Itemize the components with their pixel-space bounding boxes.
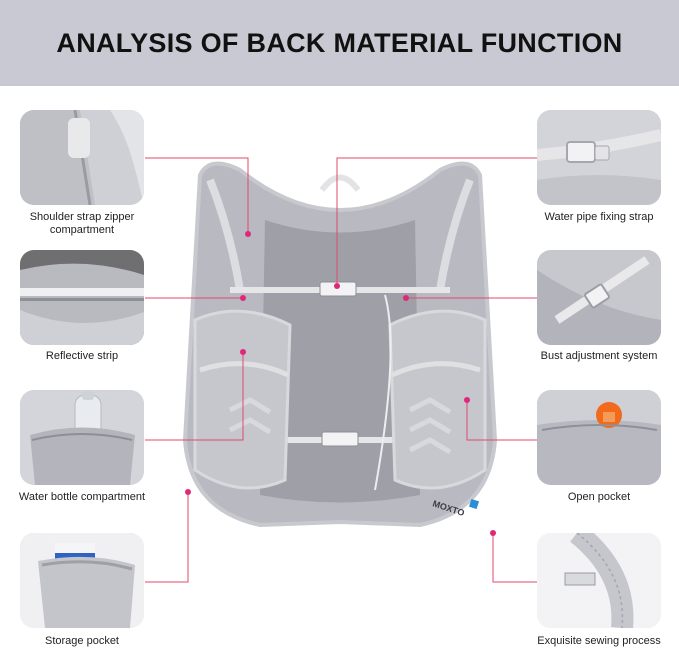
caption-sewing-process: Exquisite sewing process (537, 635, 661, 647)
caption-open-pocket: Open pocket (567, 491, 631, 503)
caption-water-pipe-strap: Water pipe fixing strap (544, 211, 654, 223)
page-title: ANALYSIS OF BACK MATERIAL FUNCTION (56, 27, 623, 58)
reflective-strip-photo (20, 250, 144, 345)
zipper-pocket-photo (20, 110, 144, 205)
title-banner: ANALYSIS OF BACK MATERIAL FUNCTION (0, 0, 679, 86)
vest-back-illustration: MOXTO (182, 161, 498, 528)
caption-reflective-strip: Reflective strip (45, 350, 119, 362)
sewing-photo (537, 533, 661, 628)
buckle-strap-photo (537, 110, 661, 205)
open-pocket-photo (537, 390, 661, 485)
caption-water-bottle: Water bottle compartment (18, 491, 146, 503)
caption-zipper-compartment: Shoulder strap zipper compartment (29, 211, 135, 236)
caption-storage-pocket: Storage pocket (45, 635, 119, 647)
water-bottle-photo (20, 390, 144, 485)
caption-bust-adjustment: Bust adjustment system (540, 350, 658, 362)
storage-pocket-photo (20, 533, 144, 628)
bust-strap-photo (537, 250, 661, 345)
